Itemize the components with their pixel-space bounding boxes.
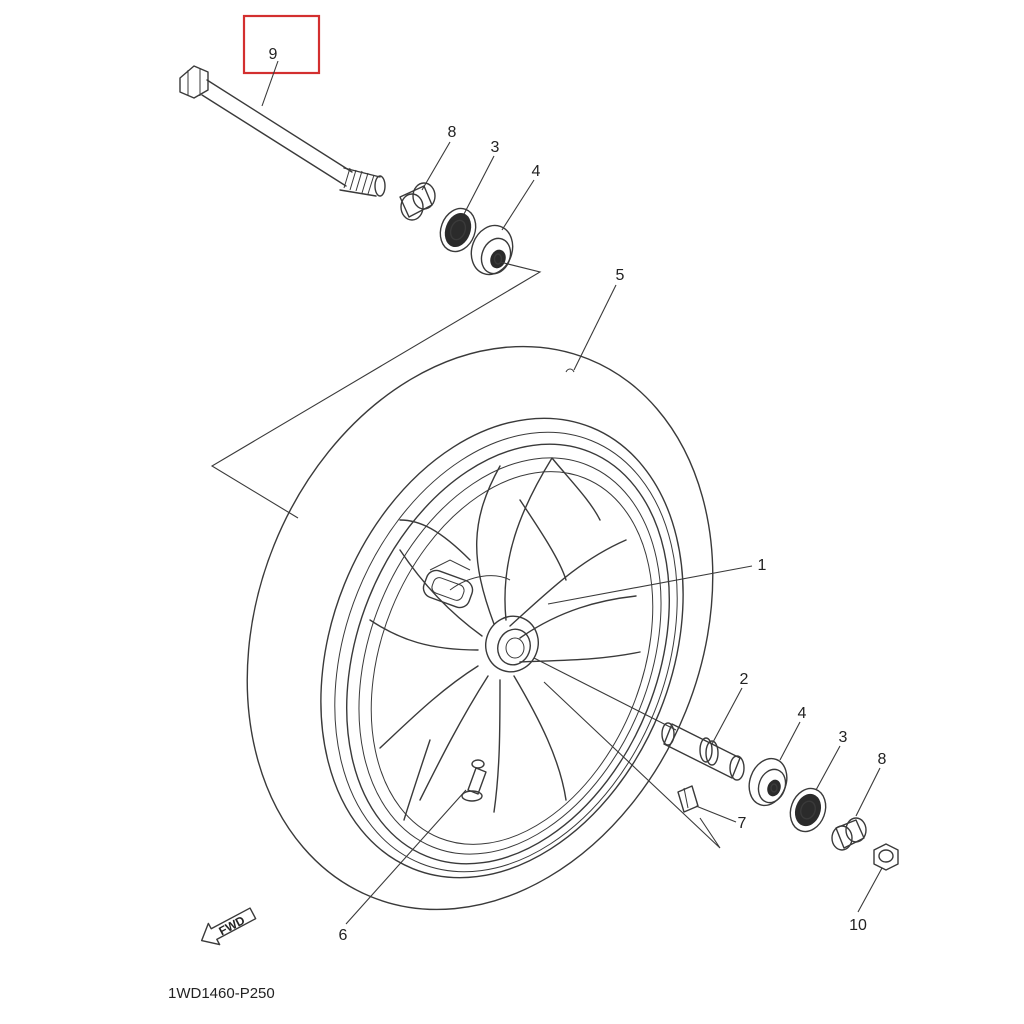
bearing-right	[748, 757, 788, 807]
callout-6: 6	[339, 927, 348, 944]
highlight-box	[242, 14, 321, 75]
oil-seal-right	[789, 787, 827, 833]
rim	[346, 443, 670, 865]
callout-2: 2	[740, 671, 749, 688]
callout-5: 5	[616, 267, 625, 284]
axis-guide-right	[533, 657, 677, 731]
fwd-label: FWD	[216, 913, 247, 938]
callout-8-top: 8	[448, 124, 457, 141]
callout-1: 1	[758, 557, 767, 574]
callout-3-top: 3	[491, 139, 500, 156]
wheel-hub	[485, 615, 539, 673]
axle-shaft	[179, 65, 386, 197]
callout-9: 9	[269, 46, 278, 63]
axis-guide-top	[210, 261, 542, 519]
callout-labels: 9 8 3 4 5 1 2 4 3 8 7 10 6	[269, 46, 887, 944]
callout-7: 7	[738, 815, 747, 832]
leader-lines	[261, 60, 883, 925]
axle-nut	[873, 843, 899, 871]
callout-3-right: 3	[839, 729, 848, 746]
callout-10: 10	[849, 917, 867, 934]
air-valve	[461, 759, 487, 802]
balance-weight	[677, 785, 699, 813]
spacer-right	[831, 817, 867, 851]
fwd-arrow-icon: FWD	[200, 907, 257, 946]
callout-4-top: 4	[532, 163, 541, 180]
diagram-code: 1WD1460-P250	[168, 985, 275, 1002]
wheel-spokes	[369, 457, 641, 821]
spacer-top	[399, 182, 436, 221]
bearing-top	[470, 224, 514, 276]
collar	[661, 722, 745, 781]
callout-4-right: 4	[798, 705, 807, 722]
axis-guide-weight	[543, 681, 721, 849]
callout-8-right: 8	[878, 751, 887, 768]
tire	[246, 345, 714, 911]
oil-seal-top	[439, 207, 477, 253]
